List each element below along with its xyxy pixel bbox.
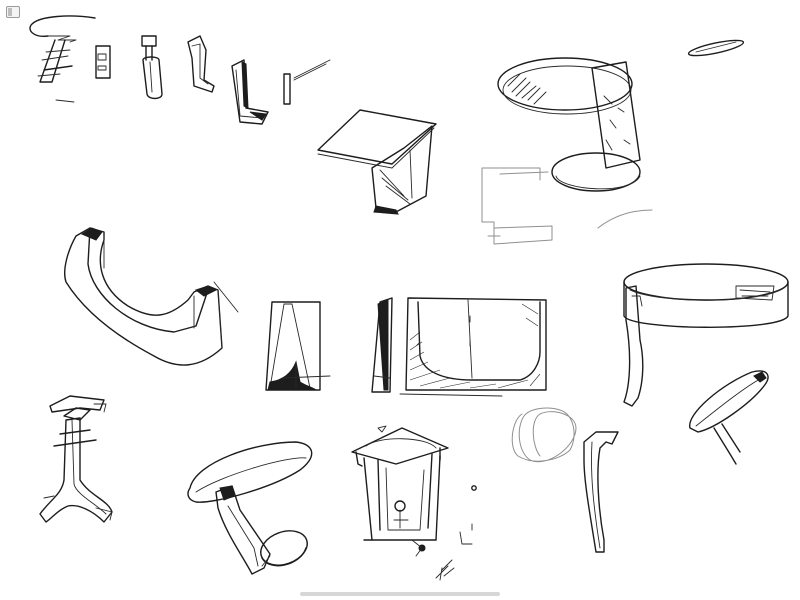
sketch-tiny-leg <box>283 59 331 105</box>
sketch-cross-base <box>39 395 113 523</box>
sketch-paddle-table <box>689 370 769 465</box>
sketch-corner-leg <box>231 59 269 125</box>
sketch-cylinder-peg <box>141 35 163 100</box>
sketch-oval-table-top-right <box>481 57 641 245</box>
home-indicator <box>300 592 500 596</box>
sketch-cantilever-table <box>187 441 313 575</box>
sketch-slab-table <box>317 109 437 215</box>
sketch-pedestal-table <box>351 425 477 581</box>
sketch-scribble-loops <box>511 407 577 463</box>
sketch-small-block <box>95 45 111 79</box>
sketch-round-table-outline <box>623 263 789 407</box>
sketch-bent-bracket <box>187 35 215 93</box>
sketch-stool-profile <box>29 15 96 103</box>
sketch-curved-leg <box>583 431 619 553</box>
sketch-tapered-leg-front <box>265 301 331 391</box>
sketch-tapered-leg-side <box>371 297 393 393</box>
sidebar-icon[interactable] <box>6 6 20 18</box>
sketch-floating-oval <box>687 39 745 57</box>
sketch-u-frame-section <box>399 297 547 397</box>
sketch-u-bench <box>64 227 239 366</box>
sketch-faint-curve <box>597 209 653 229</box>
